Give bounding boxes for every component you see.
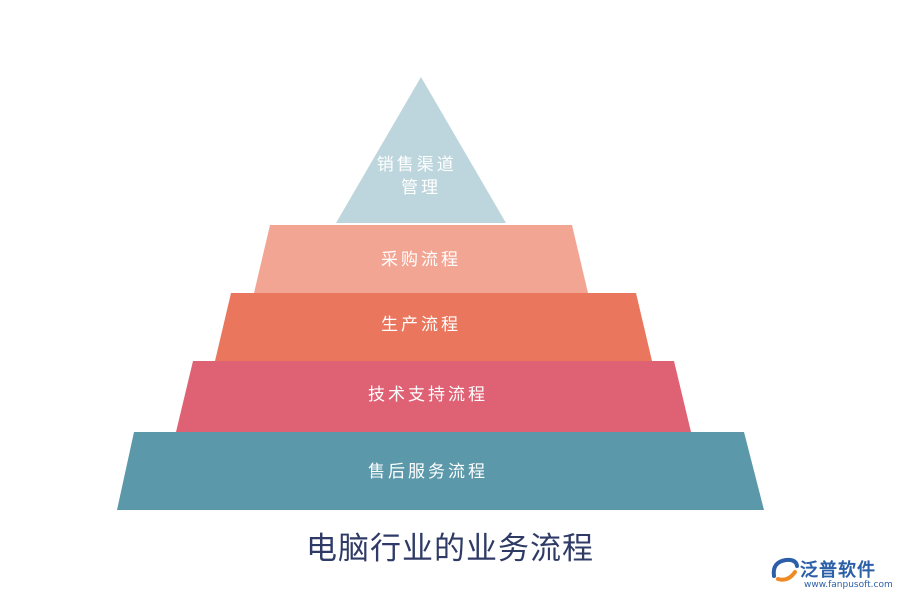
brand-mark-icon bbox=[771, 557, 799, 582]
tier-label-sales-channel: 销售渠道 管理 bbox=[377, 155, 465, 198]
brand-url: www.fanpusoft.com bbox=[804, 580, 893, 590]
pyramid-tier-after-sales bbox=[117, 432, 764, 510]
brand-name: 泛普软件 bbox=[800, 560, 876, 581]
pyramid-tier-tech-support bbox=[176, 361, 691, 432]
pyramid-tier-procurement bbox=[254, 225, 588, 293]
tier-label-procurement: 采购流程 bbox=[381, 250, 461, 270]
pyramid-tier-sales-channel bbox=[336, 77, 506, 223]
tier-label-production: 生产流程 bbox=[381, 315, 461, 335]
pyramid-tier-production bbox=[215, 293, 652, 361]
tier-label-tech-support: 技术支持流程 bbox=[368, 385, 488, 405]
diagram-title: 电脑行业的业务流程 bbox=[306, 531, 594, 567]
brand-logo: 泛普软件 www.fanpusoft.com bbox=[770, 554, 894, 594]
tier-label-after-sales: 售后服务流程 bbox=[368, 462, 488, 482]
